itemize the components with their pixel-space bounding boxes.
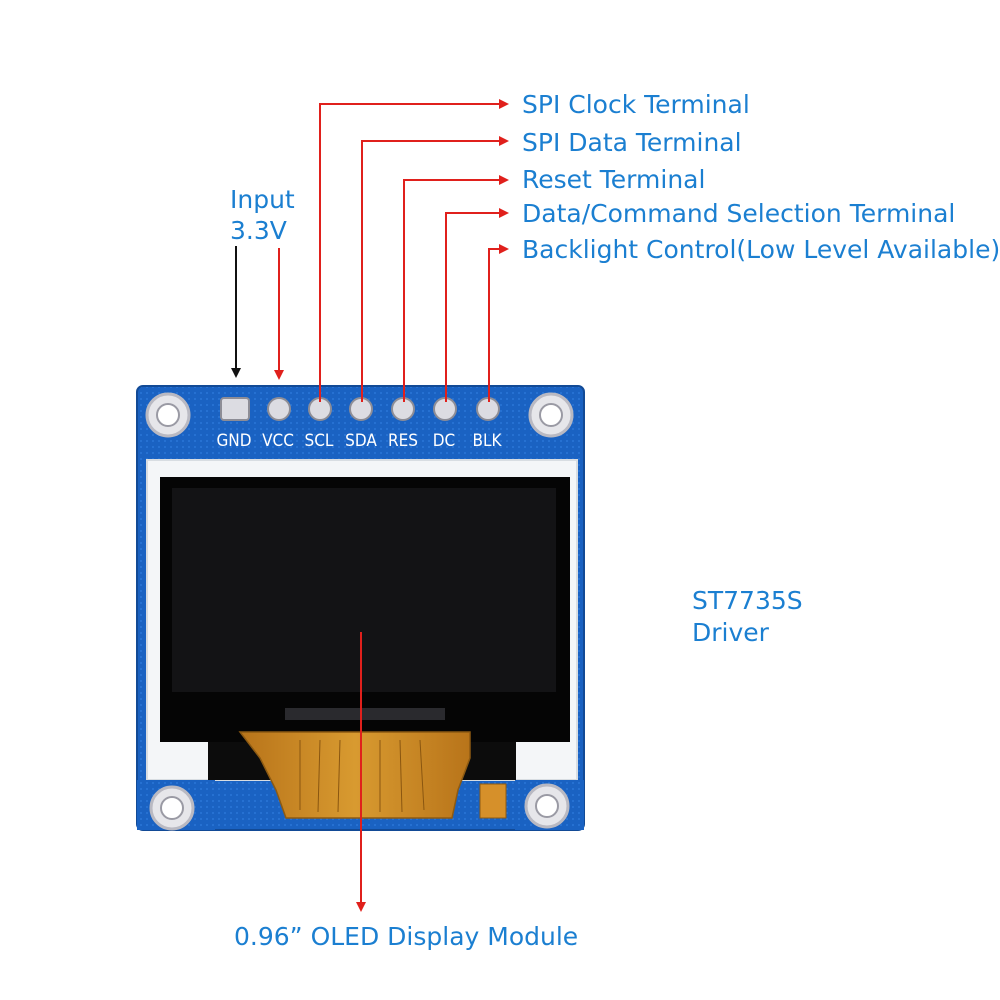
pin-label-blk: BLK	[472, 431, 502, 451]
oled-screen	[160, 477, 570, 780]
pin-label-dc: DC	[433, 431, 455, 451]
mounting-hole-top-right	[528, 392, 574, 438]
label-reset: Reset Terminal	[522, 165, 706, 194]
label-spi-clock: SPI Clock Terminal	[522, 90, 750, 119]
header-pads	[220, 397, 500, 421]
label-backlight: Backlight Control(Low Level Available)	[522, 235, 1000, 264]
callout-arrows	[274, 99, 509, 912]
mounting-hole-bottom-right	[524, 783, 570, 829]
pin-label-vcc: VCC	[262, 431, 294, 451]
label-input-voltage: 3.3V	[230, 216, 287, 245]
label-input: Input	[230, 185, 295, 214]
label-data-command: Data/Command Selection Terminal	[522, 199, 956, 228]
mounting-hole-top-left	[145, 392, 191, 438]
label-spi-data: SPI Data Terminal	[522, 128, 742, 157]
flex-cable	[238, 731, 507, 819]
pin-label-gnd: GND	[216, 431, 251, 451]
label-driver-chip: ST7735S	[692, 586, 803, 615]
pin-label-res: RES	[388, 431, 418, 451]
label-driver: Driver	[692, 618, 769, 647]
label-display-module: 0.96” OLED Display Module	[234, 922, 579, 951]
pin-labels: GND VCC SCL SDA RES DC BLK	[216, 431, 502, 451]
pin-label-scl: SCL	[305, 431, 334, 451]
pin-label-sda: SDA	[345, 431, 377, 451]
mounting-hole-bottom-left	[149, 785, 195, 831]
